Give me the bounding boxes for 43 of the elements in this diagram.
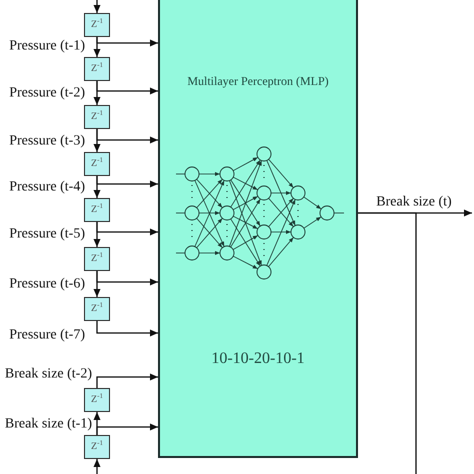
delay-box	[84, 152, 110, 176]
signal-label: Pressure (t-5)	[9, 226, 85, 242]
arrow	[96, 81, 158, 94]
operator-label: Z$^{-1}$	[91, 112, 103, 122]
delay-box	[84, 435, 110, 459]
arrow	[96, 222, 158, 236]
box-title: Multilayer Perceptron (MLP)	[187, 75, 329, 88]
delay-box	[84, 57, 110, 81]
layer-sizes-label: 10-10-20-10-1	[211, 350, 305, 368]
signal-label: Pressure (t-6)	[9, 276, 85, 292]
operator-label: Z$^{-1}$	[91, 304, 103, 314]
signal-label: Pressure (t-3)	[9, 133, 85, 149]
delay-box	[84, 13, 110, 37]
signal-label: Pressure (t-4)	[9, 179, 85, 195]
operator-label: Z$^{-1}$	[91, 20, 103, 30]
arrow	[94, 0, 100, 13]
model-box	[158, 0, 358, 458]
delay-box	[84, 198, 110, 222]
operator-label: Z$^{-1}$	[91, 254, 103, 264]
operator-label: Z$^{-1}$	[91, 442, 103, 452]
arrow	[96, 129, 158, 144]
delay-box	[84, 388, 110, 412]
signal-label: Pressure (t-7)	[9, 327, 85, 343]
arrow	[96, 374, 158, 388]
arrow	[96, 176, 158, 188]
signal-label: Break size (t-1)	[4, 416, 92, 432]
signal-label: Break size (t-2)	[4, 366, 92, 382]
delay-box	[84, 297, 110, 321]
arrow	[96, 424, 158, 435]
arrow	[94, 459, 100, 474]
delay-box	[84, 105, 110, 129]
delay-box	[84, 247, 110, 271]
arrow	[96, 271, 158, 286]
signal-label: Pressure (t-1)	[9, 38, 85, 54]
signal-label: Break size (t)	[376, 194, 452, 210]
arrow	[96, 321, 158, 336]
operator-label: Z$^{-1}$	[91, 205, 103, 215]
arrow	[96, 37, 158, 46]
signal-label: Pressure (t-2)	[9, 85, 85, 101]
operator-label: Z$^{-1}$	[91, 159, 103, 169]
operator-label: Z$^{-1}$	[91, 395, 103, 405]
operator-label: Z$^{-1}$	[91, 64, 103, 74]
connector-line	[358, 212, 417, 474]
